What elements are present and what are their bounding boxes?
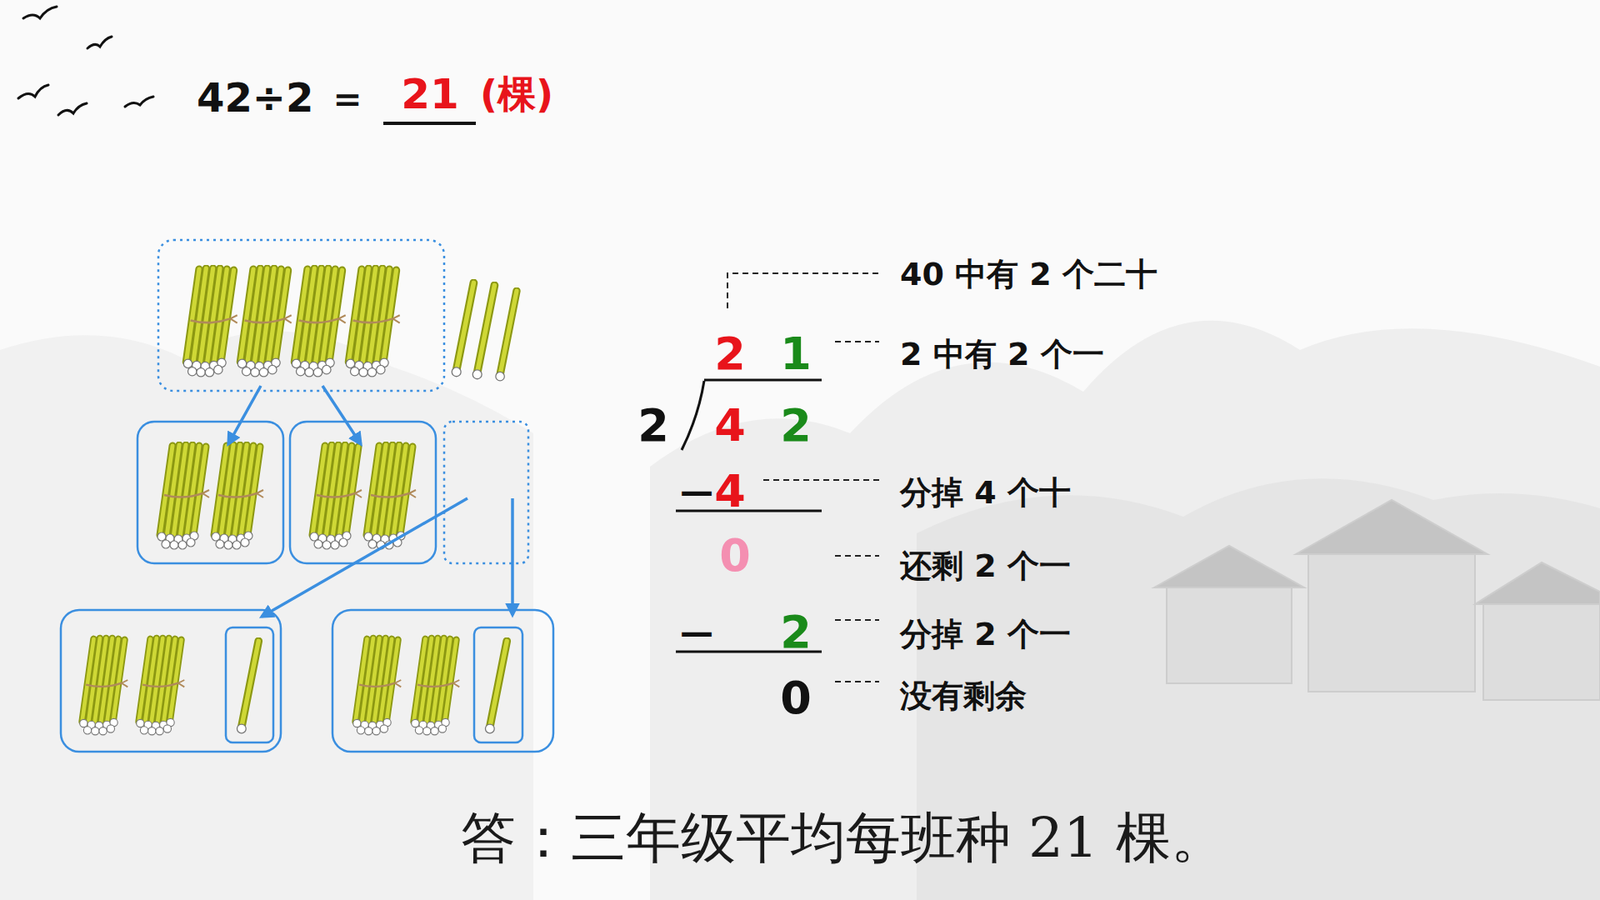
share-arrow <box>228 385 261 445</box>
single-stick <box>485 640 507 733</box>
dividend-digit: 4 <box>714 400 746 450</box>
division-bracket <box>681 380 705 450</box>
stick-bundle <box>310 445 362 550</box>
remainder-digit: 0 <box>719 530 751 580</box>
remainder-digit: 0 <box>780 673 812 723</box>
answer-blank-line <box>383 121 476 125</box>
stick-bundle <box>136 638 185 735</box>
share-box <box>137 421 284 564</box>
stick-bundle <box>237 268 291 377</box>
single-stick <box>236 640 259 733</box>
leader-line <box>835 680 880 683</box>
answer-sentence: 答：三年级平均每班种 21 棵。 <box>460 808 1226 870</box>
stick-bundle <box>411 638 460 735</box>
step-note: 40 中有 2 个二十 <box>900 257 1158 293</box>
minus-sign: — <box>680 614 714 651</box>
equation: 42÷2 ＝ <box>196 75 368 120</box>
leader-line <box>763 479 880 481</box>
leader-line <box>835 619 880 621</box>
share-arrow <box>322 385 361 445</box>
step-note: 分掉 2 个一 <box>900 617 1071 653</box>
leader-line <box>835 340 880 343</box>
divisor: 2 <box>637 400 670 450</box>
one-box <box>474 627 523 743</box>
answer-number: 21 <box>400 71 460 118</box>
share-arrow <box>261 498 468 617</box>
step-note: 分掉 4 个十 <box>900 475 1071 511</box>
dotted-share-box <box>444 421 529 564</box>
dotted-group-box <box>158 240 445 391</box>
stick-bundle <box>345 268 400 377</box>
answer-unit: (棵) <box>480 73 554 116</box>
step-note: 2 中有 2 个一 <box>900 337 1105 373</box>
stick-bundle <box>291 268 345 377</box>
leader-bracket <box>727 273 880 309</box>
stick-bundle <box>80 638 129 735</box>
quotient-digit: 1 <box>780 329 812 379</box>
stick-bundle <box>183 268 237 377</box>
stick-bundle <box>353 638 402 735</box>
share-box <box>60 610 281 752</box>
step-note: 还剩 2 个一 <box>900 549 1071 585</box>
subtract-digit: 4 <box>714 466 746 516</box>
single-stick <box>472 285 495 379</box>
share-box <box>290 421 436 564</box>
single-stick <box>451 282 474 376</box>
stick-bundle <box>157 445 210 550</box>
leader-line <box>835 555 880 557</box>
one-box <box>225 627 274 743</box>
quotient-digit: 2 <box>714 329 746 379</box>
division-bar <box>704 379 822 382</box>
step-note: 没有剩余 <box>900 679 1027 715</box>
single-stick <box>495 290 517 381</box>
share-arrow <box>510 498 515 615</box>
stick-bundle <box>211 445 264 550</box>
birds <box>18 6 154 115</box>
share-box <box>332 610 554 752</box>
village-houses <box>1154 500 1600 700</box>
mountain <box>0 330 534 900</box>
minus-sign: — <box>680 473 714 510</box>
subtract-digit: 2 <box>780 607 812 657</box>
dividend-digit: 2 <box>780 400 812 450</box>
